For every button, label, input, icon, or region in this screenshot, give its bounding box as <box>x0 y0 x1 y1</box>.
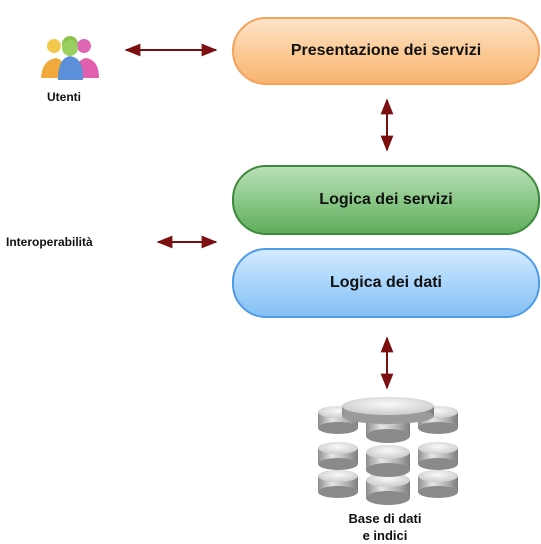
database-label: Base di dati e indici <box>320 510 450 544</box>
users-label: Utenti <box>47 90 81 104</box>
users-icon <box>41 36 99 80</box>
presentation-layer: Presentazione dei servizi <box>232 17 540 85</box>
database-label-line1: Base di dati <box>348 511 422 526</box>
service-logic-layer: Logica dei servizi <box>232 165 540 235</box>
database-icon <box>318 397 458 505</box>
data-logic-layer-label: Logica dei dati <box>329 274 442 291</box>
data-logic-layer: Logica dei dati <box>232 248 540 318</box>
interoperability-label: Interoperabilità <box>6 235 93 249</box>
database-label-line2: e indici <box>362 528 408 543</box>
service-logic-layer-label: Logica dei servizi <box>319 191 453 208</box>
presentation-layer-label: Presentazione dei servizi <box>290 42 482 59</box>
